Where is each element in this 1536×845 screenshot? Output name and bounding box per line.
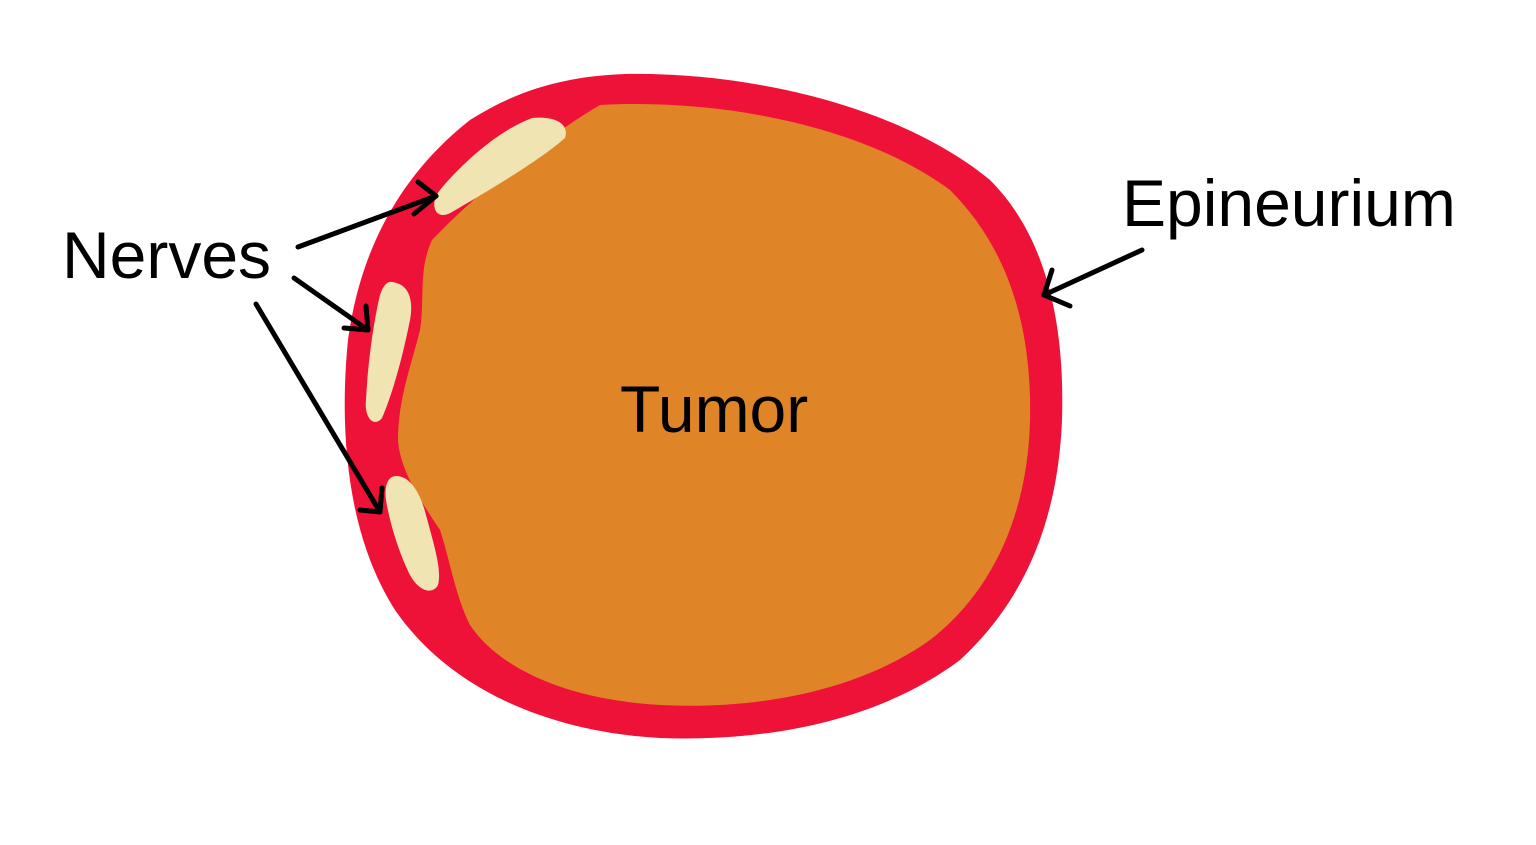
nerve-bundle-bottom: [385, 476, 440, 591]
nerves-arrow-top-head: [411, 179, 439, 217]
nerve-bundle-top: [434, 117, 566, 215]
epineurium-arrow-shaft: [1041, 247, 1145, 298]
nerves-label: Nerves: [62, 218, 272, 292]
epineurium-arrow-head: [1041, 267, 1073, 309]
tumor-label: Tumor: [620, 372, 809, 446]
nerves-arrow-top-shaft: [295, 193, 439, 250]
nerves-arrow-bottom-head: [357, 485, 385, 515]
epineurium-arrow: [1041, 247, 1145, 309]
nerve-bundle-middle: [365, 281, 412, 422]
nerves-arrow-middle-shaft: [291, 275, 371, 333]
tumor-mass: [398, 104, 1031, 706]
nerves-arrow-bottom-shaft: [253, 301, 383, 515]
epineurium-label: Epineurium: [1122, 166, 1456, 240]
nerves-arrows: [253, 179, 439, 515]
nerves-arrow-middle-head: [341, 303, 371, 333]
